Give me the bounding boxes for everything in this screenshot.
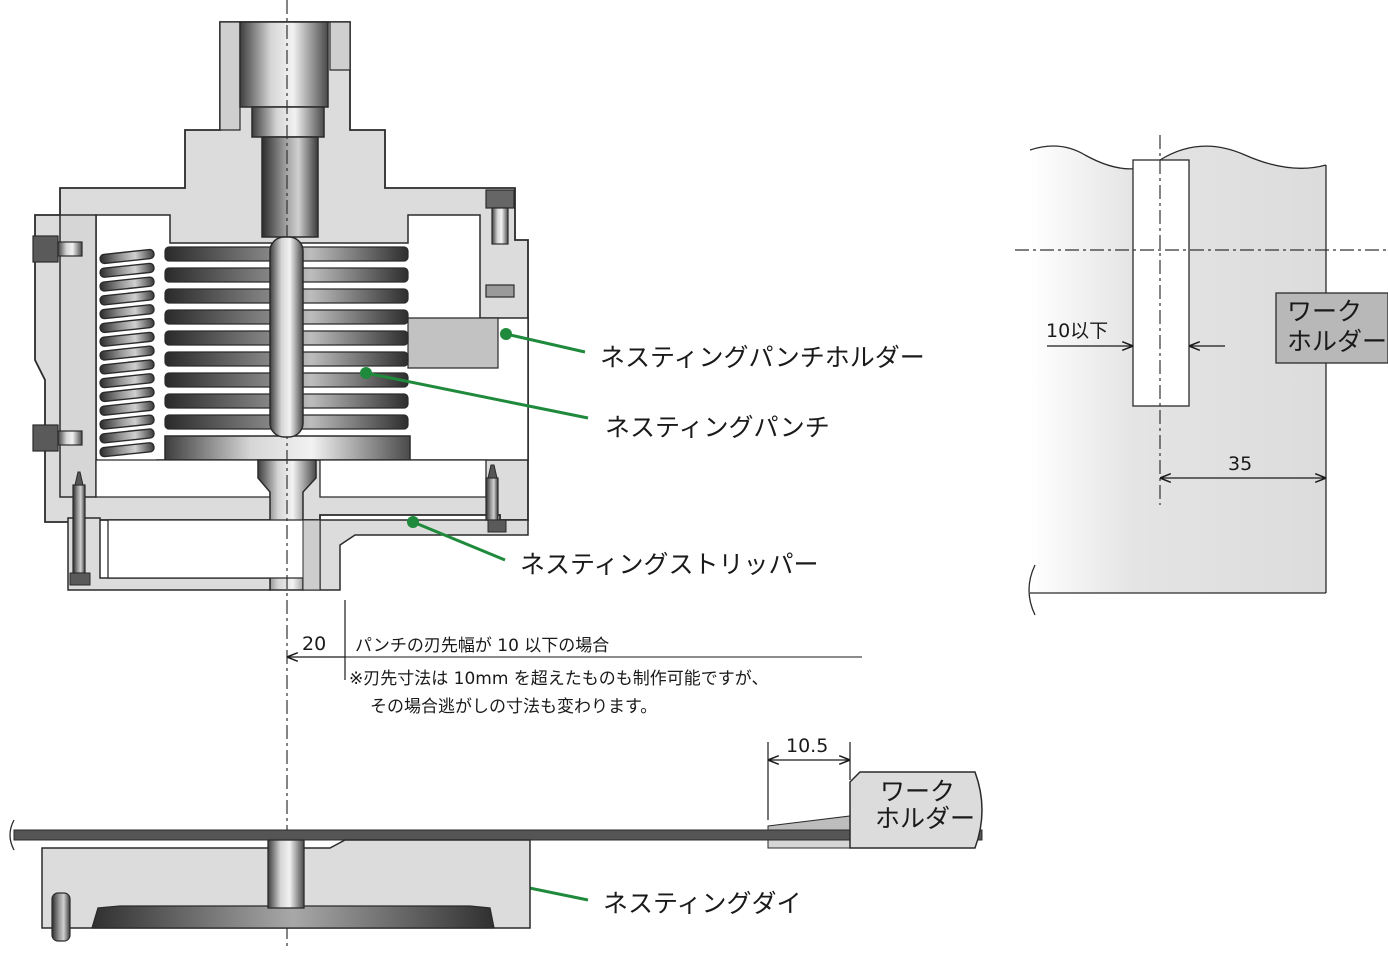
label-punch: ネスティングパンチ	[605, 413, 830, 442]
dimension-10-5: 10.5	[767, 735, 851, 820]
label-stripper: ネスティングストリッパー	[520, 550, 819, 579]
nesting-die	[41, 839, 531, 942]
spring-coil	[99, 276, 155, 292]
coil-spring	[98, 248, 156, 460]
work-holder-right-line1: ワーク	[1287, 297, 1362, 326]
label-punch-holder: ネスティングパンチホルダー	[600, 343, 925, 372]
note-line-2: ※刃先寸法は 10mm を超えたものも制作可能ですが、	[349, 669, 768, 689]
dim-punch-offset: 20	[302, 633, 326, 655]
punch-holder-assembly	[32, 21, 529, 591]
plan-view: ワーク ホルダー 10以下 35	[1015, 135, 1388, 616]
spring-coil	[99, 428, 155, 444]
spring-coil	[99, 248, 155, 265]
dim-edge-to-holder: 35	[1228, 453, 1252, 475]
spring-coil	[99, 262, 155, 278]
spring-coil	[99, 386, 155, 403]
note-line-1: パンチの刃先幅が 10 以下の場合	[355, 636, 609, 656]
dim-edge-width: 10以下	[1046, 320, 1108, 342]
work-holder-right-line2: ホルダー	[1287, 327, 1387, 356]
spring-coil	[99, 290, 155, 306]
spring-coil	[99, 414, 155, 430]
note-line-3: その場合逃がしの寸法も変わります。	[370, 697, 657, 717]
work-holder-bottom-line2: ホルダー	[875, 804, 975, 833]
spring-coil	[99, 331, 155, 347]
spring-coil	[99, 317, 155, 334]
label-die: ネスティングダイ	[603, 889, 802, 918]
spring-coil	[99, 373, 155, 389]
dimension-20: 20	[287, 600, 862, 680]
dim-holder-gap: 10.5	[786, 735, 828, 757]
spring-coil	[99, 345, 155, 361]
work-holder-bottom: ワーク ホルダー	[767, 771, 983, 849]
spring-coil	[99, 442, 155, 458]
work-holder-bottom-line1: ワーク	[880, 777, 955, 806]
spring-coil	[99, 400, 155, 416]
bolt	[32, 424, 59, 452]
bolt	[32, 235, 59, 263]
spring-coil	[99, 304, 155, 320]
punch-shank-top	[239, 21, 329, 108]
spring-coil	[99, 359, 155, 375]
